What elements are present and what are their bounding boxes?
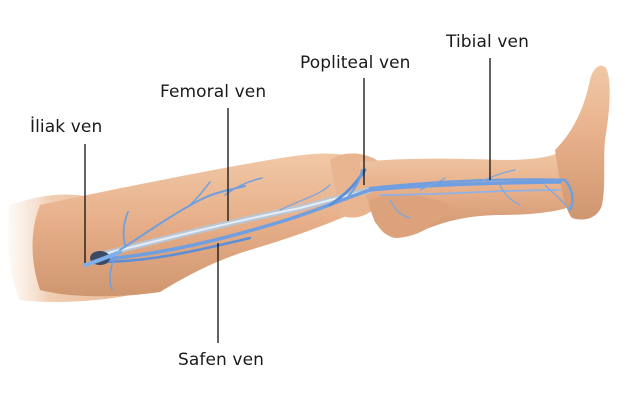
- label-iliak-ven: İliak ven: [30, 117, 103, 137]
- label-popliteal-ven: Popliteal ven: [300, 53, 411, 73]
- thigh: [32, 153, 370, 297]
- label-tibial-ven: Tibial ven: [446, 32, 529, 52]
- veins: [83, 168, 574, 291]
- leader-lines: [84, 58, 491, 343]
- foot: [555, 65, 610, 220]
- label-femoral-ven: Femoral ven: [160, 82, 267, 102]
- label-safen-ven: Safen ven: [178, 350, 265, 370]
- calf: [370, 194, 450, 238]
